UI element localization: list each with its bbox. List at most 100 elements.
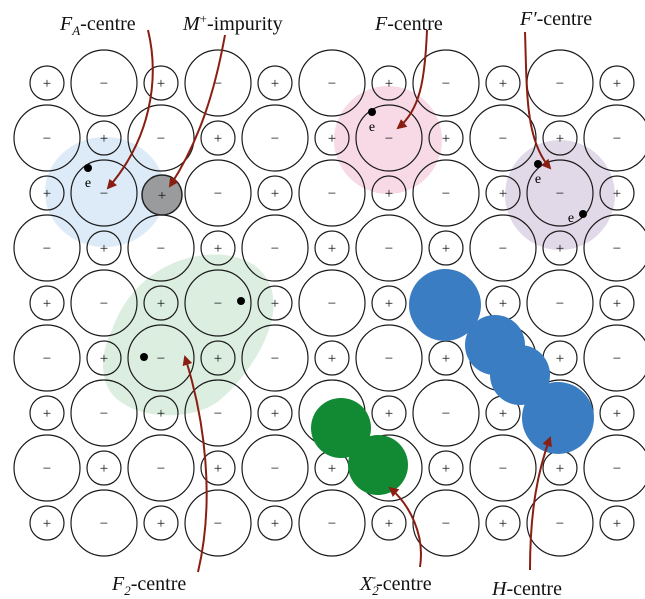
cation-ion (86, 120, 122, 156)
cation-sign: + (214, 241, 222, 257)
cation-sign: + (556, 131, 564, 147)
anion-ion (184, 49, 252, 117)
cation-sign: + (328, 461, 336, 477)
h-centre-label: H-centre (491, 578, 562, 599)
x2-centre-label: X2--centre (359, 569, 432, 598)
cation-sign: + (157, 76, 165, 92)
cation-sign: + (214, 461, 222, 477)
anion-sign: − (499, 461, 507, 477)
cation-sign: + (442, 461, 450, 477)
anion-sign: − (328, 76, 336, 92)
cation-ion (86, 230, 122, 266)
anion-sign: − (43, 461, 51, 477)
cation-sign: + (499, 516, 507, 532)
cation-ion (542, 120, 578, 156)
anion-sign: − (43, 131, 51, 147)
anion-sign: − (613, 351, 621, 367)
cation-ion (200, 340, 236, 376)
anion-sign: − (613, 241, 621, 257)
cation-ion (599, 505, 635, 541)
cation-sign: + (385, 76, 393, 92)
anion-sign: − (271, 351, 279, 367)
anion-ion (70, 489, 138, 557)
anion-ion (298, 159, 366, 227)
cation-sign: + (499, 406, 507, 422)
cation-ion (428, 120, 464, 156)
cation-sign: + (328, 351, 336, 367)
cation-ion (257, 175, 293, 211)
cation-sign: + (43, 516, 51, 532)
cation-ion (314, 120, 350, 156)
cation-ion (599, 395, 635, 431)
anion-ion (469, 104, 537, 172)
ion-lattice: + − + − + − + − + − + − + − + − + − + − + − + − + − + − + − + − + − + − + − + −… (13, 49, 645, 557)
anion-ion (13, 324, 81, 392)
anion-sign: − (613, 131, 621, 147)
x2-ion-2 (348, 435, 408, 495)
anion-sign: − (157, 241, 165, 257)
cation-ion (485, 65, 521, 101)
fa-electron-label: e (85, 176, 91, 191)
anion-sign: − (43, 351, 51, 367)
f-electron-dot (368, 108, 376, 116)
cation-sign: + (157, 516, 165, 532)
anion-sign: − (271, 241, 279, 257)
cation-sign: + (613, 516, 621, 532)
anion-ion (241, 214, 309, 282)
cation-ion (143, 395, 179, 431)
cation-ion (371, 175, 407, 211)
cation-sign: + (385, 516, 393, 532)
cation-sign: + (442, 351, 450, 367)
h-arrow (529, 436, 552, 571)
cation-ion (428, 340, 464, 376)
anion-sign: − (100, 516, 108, 532)
cation-ion (143, 505, 179, 541)
cation-ion (314, 230, 350, 266)
anion-sign: − (613, 461, 621, 477)
cation-sign: + (43, 296, 51, 312)
cation-ion (599, 175, 635, 211)
fa-centre-region (45, 137, 165, 247)
anion-sign: − (328, 186, 336, 202)
f-centre-region (334, 86, 442, 194)
anion-ion (412, 489, 480, 557)
m-impurity-ion-sign: + (158, 188, 166, 204)
anion-ion (583, 214, 645, 282)
x2-ion-1 (311, 398, 371, 458)
cation-sign: + (556, 241, 564, 257)
cation-sign: + (328, 131, 336, 147)
anion-sign: − (499, 131, 507, 147)
anion-sign: − (442, 516, 450, 532)
cation-sign: + (499, 76, 507, 92)
anion-ion (184, 379, 252, 447)
anion-ion (70, 49, 138, 117)
fprime-electron-dot-2 (579, 210, 587, 218)
anion-ion (583, 104, 645, 172)
anion-sign: − (442, 186, 450, 202)
cation-ion (257, 65, 293, 101)
cation-sign: + (442, 241, 450, 257)
fprime-electron-dot-1 (534, 160, 542, 168)
cation-ion (428, 450, 464, 486)
cation-sign: + (442, 131, 450, 147)
defect-ions: + e e e e (84, 108, 594, 495)
cation-ion (599, 285, 635, 321)
x2-arrow (388, 486, 422, 568)
anion-ion (412, 159, 480, 227)
anion-ion (355, 214, 423, 282)
m-impurity-label: M+-impurity (182, 11, 283, 35)
cation-sign: + (100, 241, 108, 257)
anion-sign: − (556, 76, 564, 92)
anion-ion (184, 269, 252, 337)
cation-sign: + (385, 296, 393, 312)
anion-ion (469, 214, 537, 282)
anion-sign: − (214, 406, 222, 422)
cation-sign: + (43, 76, 51, 92)
anion-ion (184, 489, 252, 557)
anion-ion (127, 324, 195, 392)
anion-ion (184, 159, 252, 227)
anion-ion (526, 269, 594, 337)
anion-sign: − (385, 351, 393, 367)
anion-sign: − (214, 186, 222, 202)
